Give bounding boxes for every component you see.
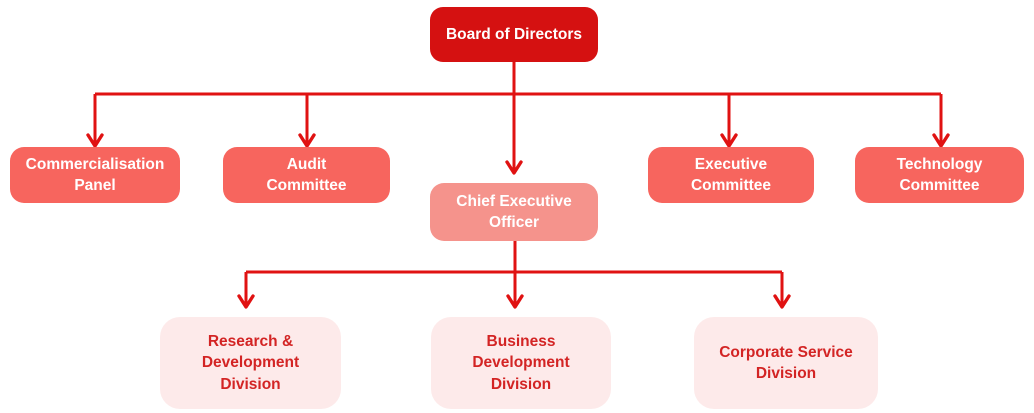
node-chief-executive-officer-label: Chief Executive Officer xyxy=(456,192,572,231)
arrowhead-research xyxy=(237,294,255,309)
node-technology-committee-label: Technology Committee xyxy=(896,155,983,194)
node-executive-committee: Executive Committee xyxy=(648,147,814,203)
node-board-of-directors-label: Board of Directors xyxy=(445,25,583,43)
node-business-development-division-label: Business Development Division xyxy=(472,332,570,393)
node-executive-committee-label: Executive Committee xyxy=(690,155,772,194)
node-commercialisation-panel: Commercialisation Panel xyxy=(10,147,180,203)
node-corporate-service-division-label: Corporate Service Division xyxy=(719,343,853,382)
arrowhead-executive xyxy=(720,133,738,148)
node-audit-committee: Audit Committee xyxy=(223,147,390,203)
node-commercialisation-panel-label: Commercialisation Panel xyxy=(25,155,165,194)
node-research-development-division: Research & Development Division xyxy=(160,317,341,409)
node-board-of-directors: Board of Directors xyxy=(430,7,598,62)
node-chief-executive-officer: Chief Executive Officer xyxy=(430,183,598,241)
arrowhead-business xyxy=(506,294,524,309)
node-research-development-division-label: Research & Development Division xyxy=(201,332,300,393)
node-business-development-division: Business Development Division xyxy=(431,317,611,409)
node-technology-committee: Technology Committee xyxy=(855,147,1024,203)
node-corporate-service-division: Corporate Service Division xyxy=(694,317,878,409)
arrowhead-technology xyxy=(932,133,950,148)
node-audit-committee-label: Audit Committee xyxy=(266,155,347,194)
arrowhead-ceo xyxy=(505,160,523,175)
arrowhead-commercialisation xyxy=(86,133,104,148)
arrowhead-corporate xyxy=(773,294,791,309)
arrowhead-audit xyxy=(298,133,316,148)
